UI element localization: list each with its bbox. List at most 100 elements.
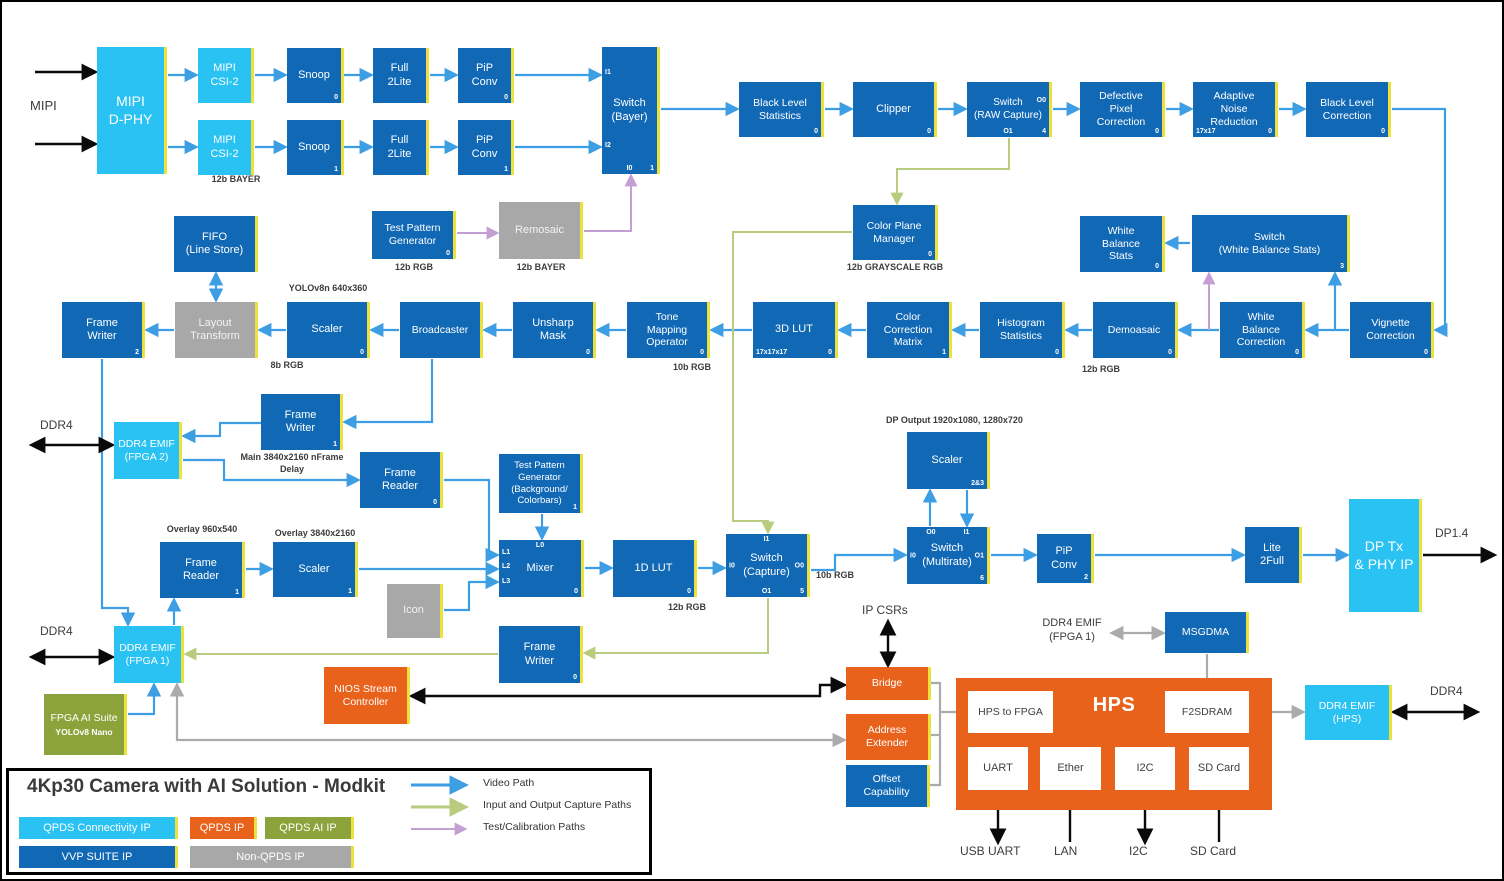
demosaic-port-0: 0 xyxy=(1168,349,1172,356)
wb-corr-block: White Balance Correction 0 xyxy=(1220,302,1305,358)
snoop-1-port-1: 1 xyxy=(334,166,338,173)
mixer-port-L0: L0 xyxy=(535,542,545,549)
legend-swatch-vvp: VVP SUITE IP xyxy=(19,846,178,868)
switch-bayer-label: Switch (Bayer) xyxy=(611,97,648,123)
switch-wbs-label: Switch (White Balance Stats) xyxy=(1218,230,1321,256)
legend-arrow-video-path xyxy=(411,775,469,795)
addr-ext-block: Address Extender xyxy=(846,714,931,760)
layout-transform-block: Layout Transform xyxy=(175,302,258,358)
fifo-label: FIFO (Line Store) xyxy=(185,230,244,256)
frame-reader-main-label: Frame Reader xyxy=(381,466,419,492)
pip-conv-2-label: PiP Conv xyxy=(1051,545,1077,571)
black-level-stats-port-0: 0 xyxy=(814,128,818,135)
unsharp-label: Unsharp Mask xyxy=(532,316,574,342)
scaler-ovl-block: Scaler 1 xyxy=(273,542,358,597)
switch-capture-port-I0: I0 xyxy=(729,562,735,569)
legend-swatch-ai: QPDS AI IP xyxy=(265,817,354,839)
tpg-label: Test Pattern Generator xyxy=(384,222,441,247)
scaler-ovl-port-1: 1 xyxy=(348,588,352,595)
scaler-yolo-port-0: 0 xyxy=(360,349,364,356)
lut1d-port-0: 0 xyxy=(687,588,691,595)
defective-pixel-port-0: 0 xyxy=(1155,128,1159,135)
color-plane-label: Color Plane Manager xyxy=(866,219,922,245)
full2lite-1-block: Full 2Lite xyxy=(373,120,429,175)
vignette-port-0: 0 xyxy=(1424,349,1428,356)
frame-writer-1-label: Frame Writer xyxy=(284,408,317,434)
legend-swatch-connectivity: QPDS Connectivity IP xyxy=(19,817,178,839)
scaler-ovl-label: Scaler xyxy=(298,562,330,575)
ddr4-emif-fpga2-label: DDR4 EMIF (FPGA 2) xyxy=(118,437,175,463)
switch-raw-label: Switch (RAW Capture) xyxy=(974,97,1042,121)
frame-writer-2-label: Frame Writer xyxy=(86,316,118,342)
annotation-usb-uart: USB UART xyxy=(960,844,1021,858)
snoop-0-label: Snoop xyxy=(298,68,330,81)
lut3d-label: 3D LUT xyxy=(775,323,813,336)
legend-arrow-capture-path xyxy=(411,797,469,817)
msgdma-label: MSGDMA xyxy=(1181,626,1230,639)
clipper-port-0: 0 xyxy=(927,128,931,135)
wb-corr-label: White Balance Correction xyxy=(1236,310,1286,349)
legend-path-label-2: Input and Output Capture Paths xyxy=(483,799,632,811)
mipi-csi2-0-label: MIPI CSI-2 xyxy=(210,62,239,88)
hps-i2c-label: I2C xyxy=(1136,761,1154,774)
switch-raw-port-4: 4 xyxy=(1042,128,1046,135)
frame-writer-2-block: Frame Writer 2 xyxy=(62,302,145,358)
switch-wbs-block: Switch (White Balance Stats)3 xyxy=(1192,215,1350,272)
annotation-yolov8n: YOLOv8n 640x360 xyxy=(288,283,368,293)
ddr4-emif-hps-label: DDR4 EMIF (HPS) xyxy=(1318,699,1376,725)
unsharp-block: Unsharp Mask 0 xyxy=(513,302,596,358)
frame-writer-2-port-2: 2 xyxy=(135,349,139,356)
mipi-csi2-1-label: MIPI CSI-2 xyxy=(210,134,239,160)
lite2full-block: Lite 2Full xyxy=(1245,527,1302,583)
vignette-label: Vignette Correction xyxy=(1366,317,1415,342)
fpga-ai-label: FPGA AI Suite xyxy=(50,711,118,724)
annotation-dp-out: DP Output 1920x1080, 1280x720 xyxy=(886,415,1023,425)
tmo-port-0: 0 xyxy=(700,349,704,356)
hps-to-fpga-block: HPS to FPGA xyxy=(968,691,1053,733)
wb-corr-port-0: 0 xyxy=(1295,349,1299,356)
annotation-ddr4-c: DDR4 xyxy=(1430,684,1463,698)
annotation-ovl960: Overlay 960x540 xyxy=(166,524,238,534)
broadcaster-block: Broadcaster xyxy=(400,302,483,358)
mixer-port-0: 0 xyxy=(574,588,578,595)
histogram-port-0: 0 xyxy=(1055,349,1059,356)
color-plane-block: Color Plane Manager 0 xyxy=(853,205,938,260)
full2lite-0-block: Full 2Lite xyxy=(373,48,429,103)
legend-path-label-3: Test/Calibration Paths xyxy=(483,821,586,833)
switch-multirate-label: Switch (Multirate) xyxy=(922,542,972,568)
tpg-bg-port-1: 1 xyxy=(573,504,577,511)
unsharp-port-0: 0 xyxy=(586,349,590,356)
bridge-block: Bridge xyxy=(846,667,931,700)
legend-path-label-1: Video Path xyxy=(483,777,535,789)
fifo-block: FIFO (Line Store) xyxy=(174,216,258,272)
color-plane-port-0: 0 xyxy=(928,251,932,258)
mixer-port-L3: L3 xyxy=(502,577,511,585)
switch-capture-port-5: 5 xyxy=(800,588,804,595)
mixer-port-L1: L1 xyxy=(502,549,511,557)
switch-multirate-port-I0: I0 xyxy=(910,552,916,559)
frame-reader-ovl-label: Frame Reader xyxy=(182,556,220,582)
remosaic-block: Remosaic xyxy=(499,202,583,259)
dptx-label: DP Tx & PHY IP xyxy=(1354,538,1414,572)
scaler-dp-port-23: 2&3 xyxy=(971,480,984,487)
icon-block: Icon xyxy=(387,584,443,638)
annotation-ovl3840: Overlay 3840x2160 xyxy=(274,528,356,538)
bridge-label: Bridge xyxy=(871,677,903,690)
pip-conv-0-label: PiP Conv xyxy=(471,62,498,88)
fpga-ai-sublabel: YOLOv8 Nano xyxy=(55,727,113,738)
ccm-port-1: 1 xyxy=(942,349,946,356)
frame-reader-main-port-0: 0 xyxy=(433,499,437,506)
